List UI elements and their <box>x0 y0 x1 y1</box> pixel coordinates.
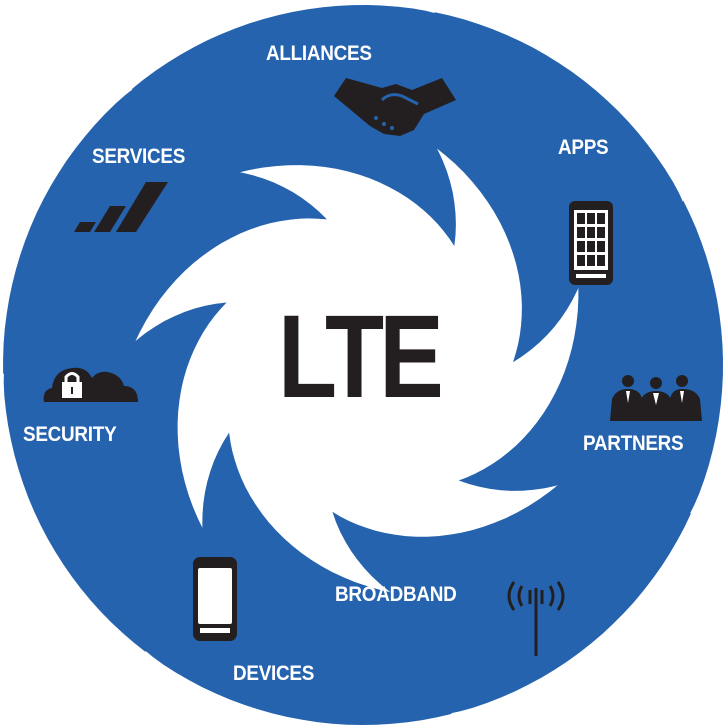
segment-label-broadband: BROADBAND <box>335 583 457 606</box>
segment-label-services: SERVICES <box>92 145 186 168</box>
blade-devices <box>70 302 452 725</box>
cloud-lock-icon <box>43 367 138 402</box>
segment-label-security: SECURITY <box>23 423 117 446</box>
smartphone-apps-icon <box>569 201 613 285</box>
handshake-icon <box>334 78 456 136</box>
blade-apps <box>434 12 701 491</box>
segment-label-devices: DEVICES <box>233 662 315 685</box>
segment-label-alliances: ALLIANCES <box>266 42 372 65</box>
people-icon <box>610 375 702 421</box>
blade-broadband <box>202 432 692 717</box>
signal-bars-icon <box>74 182 168 232</box>
segment-label-apps: APPS <box>558 136 609 159</box>
smartphone-icon <box>193 557 237 641</box>
blade-partners <box>332 200 723 628</box>
blade-security <box>3 169 327 652</box>
segment-label-partners: PARTNERS <box>583 432 684 455</box>
blade-services <box>3 47 456 374</box>
blade-alliances <box>131 5 594 363</box>
antenna-icon <box>507 581 565 656</box>
center-label: LTE <box>278 291 444 423</box>
